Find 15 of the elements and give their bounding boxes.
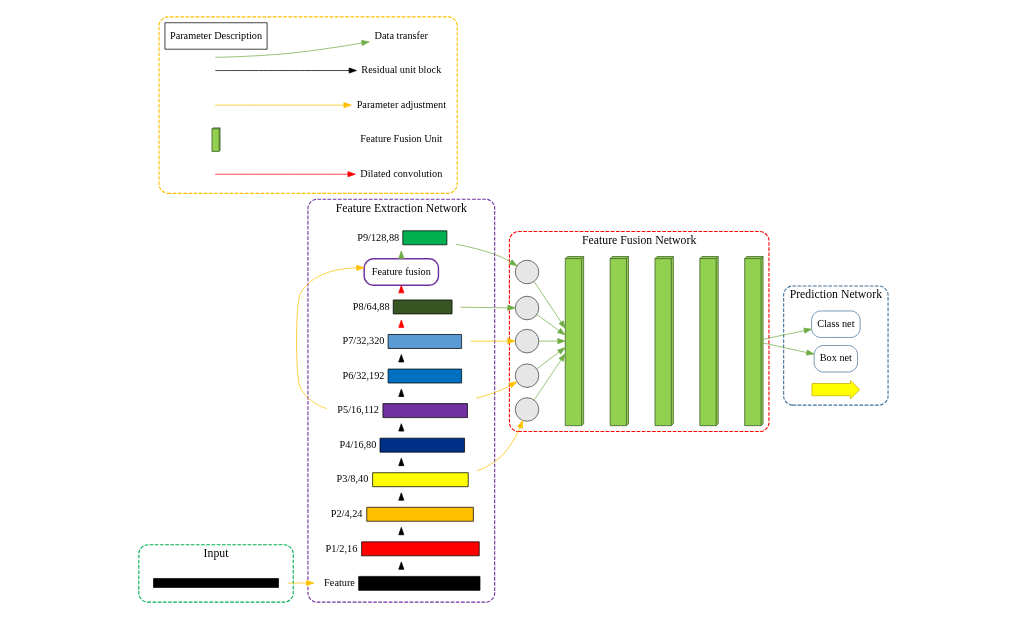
legend-label: Feature Fusion Unit: [360, 133, 443, 145]
node-label: Feature: [324, 577, 355, 589]
node-label: P2/4,24: [330, 507, 363, 519]
node-label: P4/16,80: [339, 438, 377, 450]
legend-label: Data transfer: [374, 29, 428, 41]
legend-label: Residual unit block: [361, 64, 442, 76]
node-label: P6/32,192: [342, 369, 385, 381]
node-label: P7/32,320: [342, 335, 385, 347]
node-label: P1/2,16: [325, 542, 358, 554]
node-label: P9/128,88: [357, 231, 400, 243]
node-label: P5/16,112: [337, 404, 379, 416]
node-label: P3/8,40: [336, 473, 369, 485]
node-label: P8/64,88: [352, 300, 390, 312]
legend-label: Dilated convolution: [360, 167, 443, 179]
legend-label: Parameter adjustment: [356, 98, 446, 110]
